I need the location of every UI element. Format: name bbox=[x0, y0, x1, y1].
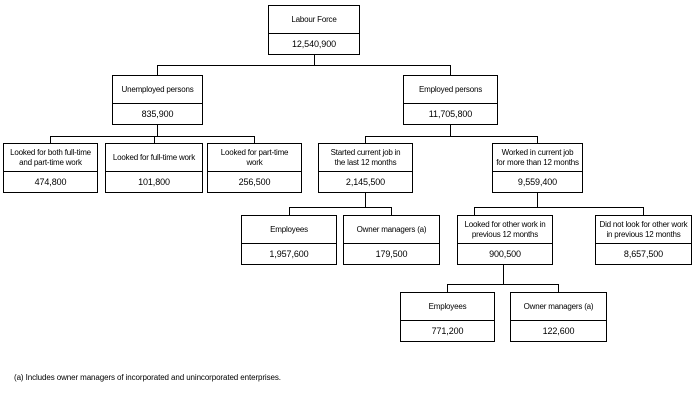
node-looked-both-full-part-time: Looked for both full-time and part-time … bbox=[3, 143, 98, 193]
node-owner-managers-new-job: Owner managers (a) 179,500 bbox=[343, 215, 440, 265]
node-label: Did not look for other work in previous … bbox=[596, 216, 691, 244]
node-value: 2,145,500 bbox=[345, 177, 386, 187]
node-label: Labour Force bbox=[269, 6, 359, 34]
connector-line bbox=[503, 265, 504, 284]
connector-line bbox=[643, 207, 644, 215]
connector-line bbox=[50, 136, 255, 137]
node-value: 12,540,900 bbox=[291, 39, 337, 49]
node-label: Worked in current job for more than 12 m… bbox=[493, 144, 582, 172]
node-worked-current-job: Worked in current job for more than 12 m… bbox=[492, 143, 583, 193]
node-value: 122,600 bbox=[542, 326, 575, 336]
connector-line bbox=[157, 65, 158, 75]
connector-line bbox=[289, 207, 290, 215]
connector-line bbox=[537, 136, 538, 143]
connector-line bbox=[474, 207, 644, 208]
node-started-current-job: Started current job in the last 12 month… bbox=[318, 143, 413, 193]
node-label: Owner managers (a) bbox=[344, 216, 439, 244]
node-labour-force: Labour Force 12,540,900 bbox=[268, 5, 360, 55]
connector-line bbox=[474, 207, 475, 215]
node-looked-other-work: Looked for other work in previous 12 mon… bbox=[457, 215, 553, 265]
node-label: Looked for part-time work bbox=[208, 144, 301, 172]
node-value: 900,500 bbox=[489, 249, 521, 259]
node-label: Employees bbox=[401, 293, 494, 321]
node-label: Looked for other work in previous 12 mon… bbox=[458, 216, 552, 244]
node-employed-persons: Employed persons 11,705,800 bbox=[403, 75, 498, 125]
node-value: 835,900 bbox=[141, 109, 174, 119]
node-employees-other-work: Employees 771,200 bbox=[400, 292, 495, 342]
node-label: Owner managers (a) bbox=[511, 293, 606, 321]
connector-line bbox=[254, 136, 255, 143]
node-value: 474,800 bbox=[34, 177, 67, 187]
node-label: Employees bbox=[242, 216, 336, 244]
node-label: Looked for full-time work bbox=[106, 144, 202, 172]
node-looked-part-time: Looked for part-time work 256,500 bbox=[207, 143, 302, 193]
node-value: 256,500 bbox=[238, 177, 271, 187]
connector-line bbox=[154, 136, 155, 143]
node-value: 179,500 bbox=[375, 249, 408, 259]
connector-line bbox=[447, 284, 559, 285]
node-employees-new-job: Employees 1,957,600 bbox=[241, 215, 337, 265]
node-label: Started current job in the last 12 month… bbox=[319, 144, 412, 172]
connector-line bbox=[157, 125, 158, 136]
node-value: 9,559,400 bbox=[517, 177, 558, 187]
connector-line bbox=[365, 193, 366, 207]
connector-line bbox=[450, 125, 451, 136]
connector-line bbox=[289, 207, 392, 208]
node-unemployed-persons: Unemployed persons 835,900 bbox=[112, 75, 203, 125]
connector-line bbox=[450, 65, 451, 75]
node-did-not-look-other-work: Did not look for other work in previous … bbox=[595, 215, 692, 265]
node-label: Unemployed persons bbox=[113, 76, 202, 104]
node-value: 101,800 bbox=[138, 177, 170, 187]
node-value: 11,705,800 bbox=[428, 109, 473, 119]
node-label: Employed persons bbox=[404, 76, 497, 104]
node-looked-full-time: Looked for full-time work 101,800 bbox=[105, 143, 203, 193]
footnote: (a) Includes owner managers of incorpora… bbox=[14, 373, 281, 382]
connector-line bbox=[537, 193, 538, 207]
connector-line bbox=[391, 207, 392, 215]
node-owner-managers-other-work: Owner managers (a) 122,600 bbox=[510, 292, 607, 342]
node-value: 1,957,600 bbox=[269, 249, 309, 259]
connector-line bbox=[365, 136, 538, 137]
connector-line bbox=[314, 55, 315, 65]
connector-line bbox=[50, 136, 51, 143]
connector-line bbox=[157, 65, 451, 66]
connector-line bbox=[365, 136, 366, 143]
node-label: Looked for both full-time and part-time … bbox=[4, 144, 97, 172]
connector-line bbox=[447, 284, 448, 292]
node-value: 771,200 bbox=[431, 326, 464, 336]
connector-line bbox=[558, 284, 559, 292]
node-value: 8,657,500 bbox=[623, 249, 664, 259]
